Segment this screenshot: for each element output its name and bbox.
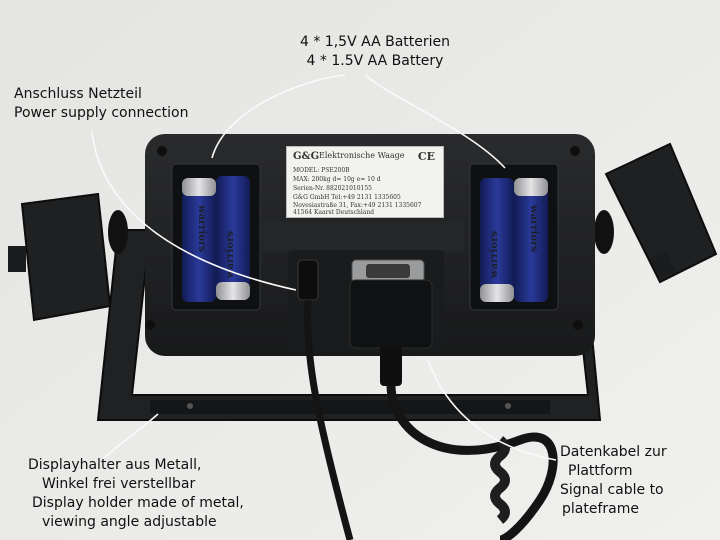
screw-hole <box>145 320 155 330</box>
dsub-pins <box>366 264 410 278</box>
cable-label-line4: plateframe <box>562 501 639 517</box>
holder-leader-line <box>103 413 159 459</box>
left-battery-2: warriors <box>216 176 250 300</box>
right-adjust-knob <box>594 210 614 254</box>
nameplate-company: G&G GmbH Tel:+49 2131 1335605 <box>293 194 401 201</box>
nameplate-city: 41564 Kaarst Deutschland <box>293 209 375 216</box>
nameplate: G&G Elektronische Waage CE MODEL: PSE200… <box>286 146 444 218</box>
nameplate-brand: G&G <box>293 151 320 162</box>
cable-label-line3: Signal cable to <box>560 482 664 498</box>
right-battery-cover <box>604 142 718 284</box>
nameplate-street: Novesiastraße 31, Fax:+49 2131 1335607 <box>293 202 422 209</box>
signal-cable-plug <box>349 279 433 349</box>
ce-mark: CE <box>417 150 435 163</box>
left-battery-1: warriors <box>182 178 216 302</box>
bracket-base <box>150 400 550 414</box>
cable-label-line1: Datenkabel zur <box>560 444 667 460</box>
battery-brand-text: warriors <box>196 204 207 252</box>
power-supply-label: Anschluss Netzteil Power supply connecti… <box>14 85 188 123</box>
battery-label-en: 4 * 1.5V AA Battery <box>306 53 444 69</box>
battery-leader-line-left <box>211 74 346 159</box>
signal-cable <box>386 385 558 540</box>
battery-label-de: 4 * 1,5V AA Batterien <box>300 34 451 50</box>
cable-label-line2: Plattform <box>568 463 633 479</box>
battery-label: 4 * 1,5V AA Batterien 4 * 1.5V AA Batter… <box>300 33 450 71</box>
screw-hole <box>573 320 583 330</box>
signal-cable-strain-relief <box>380 346 402 386</box>
screw-hole <box>570 146 580 156</box>
battery-brand-text: warriors <box>528 204 539 252</box>
nameplate-serial: Serien-Nr. 882021010155 <box>293 185 372 192</box>
power-leader-line <box>91 131 297 291</box>
nameplate-specs: MAX: 200kg d= 10g e= 10 d <box>293 176 381 183</box>
left-adjust-knob <box>108 210 128 254</box>
coiled-cable <box>490 436 510 524</box>
left-battery-cover <box>8 192 112 322</box>
power-cable <box>304 299 354 540</box>
cable-leader-line <box>427 359 557 461</box>
nameplate-model: MODEL: PSE200B <box>293 167 350 174</box>
signal-cable-label: Datenkabel zur Plattform Signal cable to… <box>560 443 667 519</box>
bracket-hole <box>187 403 193 409</box>
holder-label-line2: Winkel frei verstellbar <box>42 476 196 492</box>
power-label-en: Power supply connection <box>14 105 189 121</box>
screw-hole <box>157 146 167 156</box>
holder-label-line4: viewing angle adjustable <box>42 514 217 530</box>
nameplate-description: Elektronische Waage <box>319 151 405 160</box>
battery-leader-line-right <box>364 74 506 169</box>
right-battery-2: warriors <box>514 178 548 302</box>
power-label-de: Anschluss Netzteil <box>14 86 142 102</box>
right-battery-1: warriors <box>480 178 514 302</box>
holder-label-line1: Displayhalter aus Metall, <box>28 457 202 473</box>
power-supply-connector <box>297 259 319 301</box>
connector-panel <box>262 222 464 252</box>
battery-brand-text: warriors <box>225 231 236 279</box>
holder-label: Displayhalter aus Metall, Winkel frei ve… <box>28 456 244 532</box>
bracket-hole <box>505 403 511 409</box>
battery-brand-text: warriors <box>489 231 500 279</box>
holder-label-line3: Display holder made of metal, <box>32 495 244 511</box>
